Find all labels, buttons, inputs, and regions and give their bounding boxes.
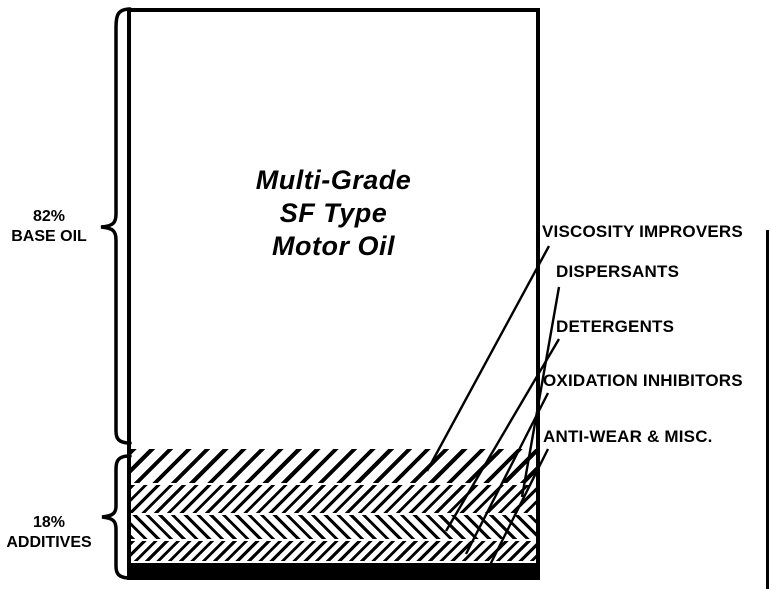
title-line-1: Multi-Grade xyxy=(255,165,412,195)
scan-edge-artifact xyxy=(766,230,769,589)
stripe-detergents xyxy=(131,515,536,539)
label-viscosity-improvers: VISCOSITY IMPROVERS xyxy=(542,222,743,241)
additives-bracket xyxy=(101,454,132,580)
label-anti-wear-misc: ANTI-WEAR & MISC. xyxy=(543,427,713,446)
stripe-viscosity-improvers xyxy=(131,449,536,483)
oil-container-box: Multi-Grade SF Type Motor Oil xyxy=(127,8,540,580)
oil-title: Multi-Grade SF Type Motor Oil xyxy=(131,164,536,263)
base-oil-bracket xyxy=(100,7,132,445)
label-dispersants: DISPERSANTS xyxy=(556,262,680,281)
label-oxidation-inhibitors: OXIDATION INHIBITORS xyxy=(543,371,743,390)
additives-name: ADDITIVES xyxy=(6,534,92,551)
stripe-oxidation-inhibitors xyxy=(131,541,536,561)
additives-label: 18% ADDITIVES xyxy=(0,513,98,553)
base-oil-percent: 82% xyxy=(32,208,66,225)
additives-percent: 18% xyxy=(32,514,66,531)
base-oil-name: BASE OIL xyxy=(11,228,87,245)
stripe-dispersants xyxy=(131,485,536,513)
title-line-2: SF Type xyxy=(279,198,388,228)
title-line-3: Motor Oil xyxy=(272,231,395,261)
base-oil-label: 82% BASE OIL xyxy=(0,207,98,247)
label-detergents: DETERGENTS xyxy=(556,317,675,336)
stripe-anti-wear-misc xyxy=(131,563,536,576)
